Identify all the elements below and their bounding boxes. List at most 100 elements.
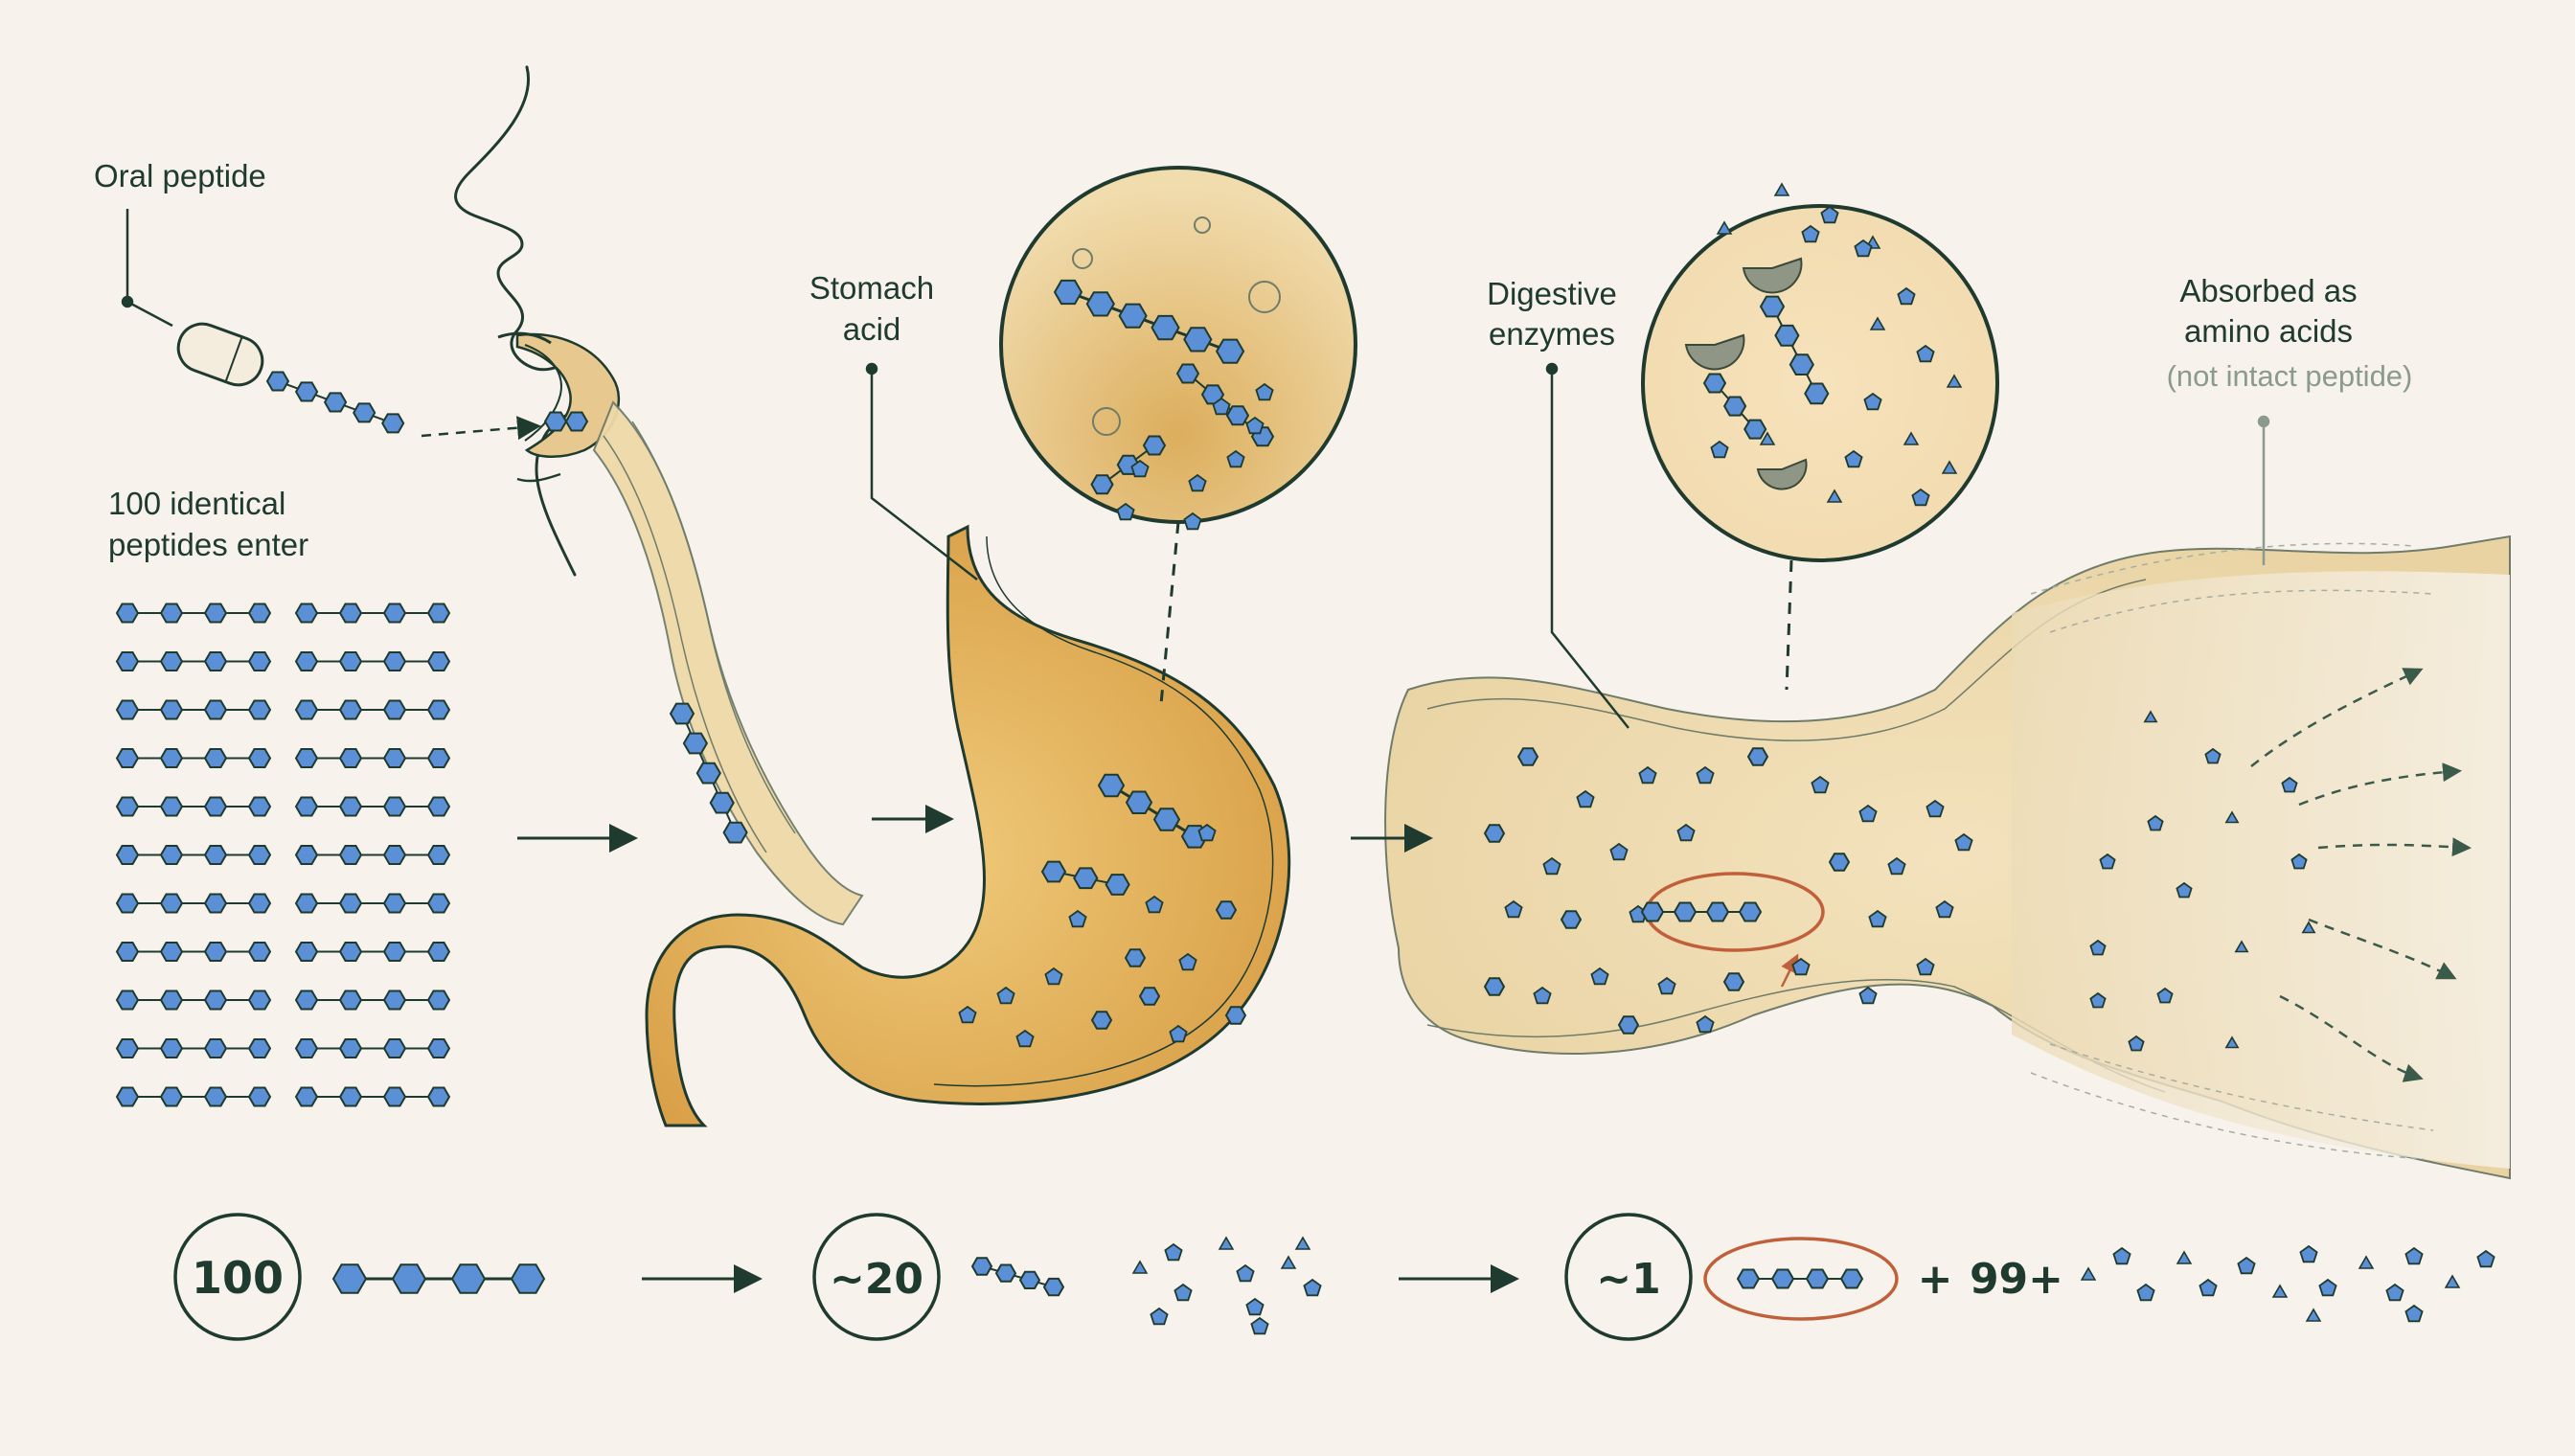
amino-acid-icon xyxy=(1015,1029,1035,1048)
peptide-chain-icon xyxy=(115,603,140,624)
amino-acid-icon xyxy=(2176,881,2193,899)
peptide-chain-icon xyxy=(115,942,140,962)
peptide-chain-icon xyxy=(669,702,695,725)
amino-acid-icon xyxy=(1941,460,1958,474)
peptide-chain-icon xyxy=(115,748,140,768)
peptide-chain-icon xyxy=(1142,435,1167,456)
amino-acid-icon xyxy=(1294,1236,1311,1250)
amino-acid-icon xyxy=(2299,1244,2318,1263)
count-1: ~1 xyxy=(1596,1255,1660,1304)
peptide-chain-icon xyxy=(294,893,319,914)
amino-acid-icon xyxy=(2204,747,2222,764)
peptide-chain-icon xyxy=(426,1038,451,1058)
peptide-chain-icon xyxy=(294,990,319,1011)
stomach xyxy=(645,524,1291,1127)
amino-acid-icon xyxy=(1869,316,1886,330)
peptide-chain-icon xyxy=(159,893,184,914)
amino-acid-icon xyxy=(1224,1006,1247,1025)
peptide-chain-icon xyxy=(203,796,228,817)
amino-acid-icon xyxy=(2476,1249,2495,1268)
peptide-chain-icon xyxy=(1040,860,1067,883)
amino-acid-icon xyxy=(2224,810,2240,824)
amino-acid-icon xyxy=(1124,948,1147,967)
peptide-chain-icon xyxy=(695,762,721,785)
peptide-chain-icon xyxy=(338,1086,363,1107)
amino-acid-icon xyxy=(1746,747,1769,766)
amino-acid-icon xyxy=(2089,991,2107,1009)
amino-acid-icon xyxy=(1617,1015,1640,1035)
peptide-chain-icon xyxy=(722,821,748,844)
peptide-chain-icon xyxy=(265,371,290,392)
oral-peptide-label: Oral peptide xyxy=(94,158,266,193)
count-circle-100 xyxy=(173,1213,302,1341)
peptide-chain-icon xyxy=(115,1038,140,1058)
enzyme-icon xyxy=(1684,333,1745,371)
peptide-chain-icon xyxy=(1073,867,1099,890)
stomach-acid-label-line1: Stomach xyxy=(809,270,934,306)
peptide-chain-icon xyxy=(247,796,272,817)
amino-acid-icon xyxy=(1178,952,1197,971)
peptide-chain-icon xyxy=(426,942,451,962)
peptide-chain-icon xyxy=(1736,1268,1761,1289)
peptide-chain-icon xyxy=(294,942,319,962)
count-100: 100 xyxy=(192,1252,284,1304)
peptide-chain-icon xyxy=(338,699,363,720)
peptide-chain-icon xyxy=(1175,363,1200,384)
peptide-chain-icon xyxy=(338,796,363,817)
amino-acid-icon xyxy=(1212,397,1231,416)
amino-acid-icon xyxy=(1657,976,1676,995)
amino-acid-icon xyxy=(958,1005,977,1024)
amino-acid-icon xyxy=(1590,967,1609,986)
amino-acid-icon xyxy=(1911,488,1930,507)
peptide-chain-icon xyxy=(381,413,405,434)
amino-acid-icon xyxy=(2237,1256,2256,1275)
peptide-chain-icon xyxy=(382,1038,407,1058)
amino-acid-icon xyxy=(2112,1246,2131,1265)
amino-acid-icon xyxy=(1068,909,1087,928)
peptide-chain-icon xyxy=(450,1263,487,1294)
peptide-chain-icon xyxy=(1085,291,1115,317)
amino-acid-icon xyxy=(1854,239,1873,258)
peptide-chain-icon xyxy=(294,603,319,624)
final-peptide-highlight xyxy=(1703,1237,1899,1321)
amino-acid-icon xyxy=(2404,1304,2424,1323)
amino-acid-icon xyxy=(1858,804,1878,823)
peptide-chain-icon xyxy=(1183,327,1213,353)
amino-acid-icon xyxy=(1560,910,1583,929)
amino-acid-icon xyxy=(2089,939,2107,956)
peptide-chain-icon xyxy=(426,699,451,720)
amino-acid-icon xyxy=(1130,459,1150,478)
peptide-chain-icon xyxy=(203,990,228,1011)
peptide-chain-icon xyxy=(338,651,363,671)
peptide-chain-icon xyxy=(1702,373,1727,394)
peptide-chain-icon xyxy=(391,1263,427,1294)
peptide-chain-icon xyxy=(353,402,376,423)
amino-acid-icon xyxy=(996,986,1015,1005)
peptide-chain-icon xyxy=(115,893,140,914)
amino-acid-icon xyxy=(1903,431,1920,445)
amino-acid-icon xyxy=(1483,977,1506,996)
peptide-chain-icon xyxy=(1805,1268,1830,1289)
stomach-acid-lens xyxy=(999,166,1357,705)
peptide-chain-icon xyxy=(203,1038,228,1058)
peptide-chain-icon xyxy=(203,1086,228,1107)
peptide-chain-icon xyxy=(426,748,451,768)
amino-acid-icon xyxy=(2281,776,2298,793)
peptide-chain-icon xyxy=(159,990,184,1011)
peptide-chain-icon xyxy=(426,1086,451,1107)
peptide-chain-icon xyxy=(1673,901,1698,922)
peptide-chain-icon xyxy=(709,791,735,814)
amino-acid-icon xyxy=(2358,1255,2375,1269)
amino-acid-icon xyxy=(2199,1278,2218,1297)
peptide-chain-icon xyxy=(247,748,272,768)
face-profile xyxy=(454,65,621,577)
peptide-chain-icon xyxy=(203,651,228,671)
amino-acid-icon xyxy=(1811,775,1830,794)
peptide-chain-icon xyxy=(338,990,363,1011)
amino-acid-icon xyxy=(1145,895,1164,914)
peptide-chain-icon xyxy=(426,651,451,671)
peptide-chain-icon xyxy=(247,942,272,962)
amino-acid-icon xyxy=(1280,1255,1297,1269)
peptide-chain-icon xyxy=(1705,901,1730,922)
peptide-chain-icon xyxy=(294,699,319,720)
